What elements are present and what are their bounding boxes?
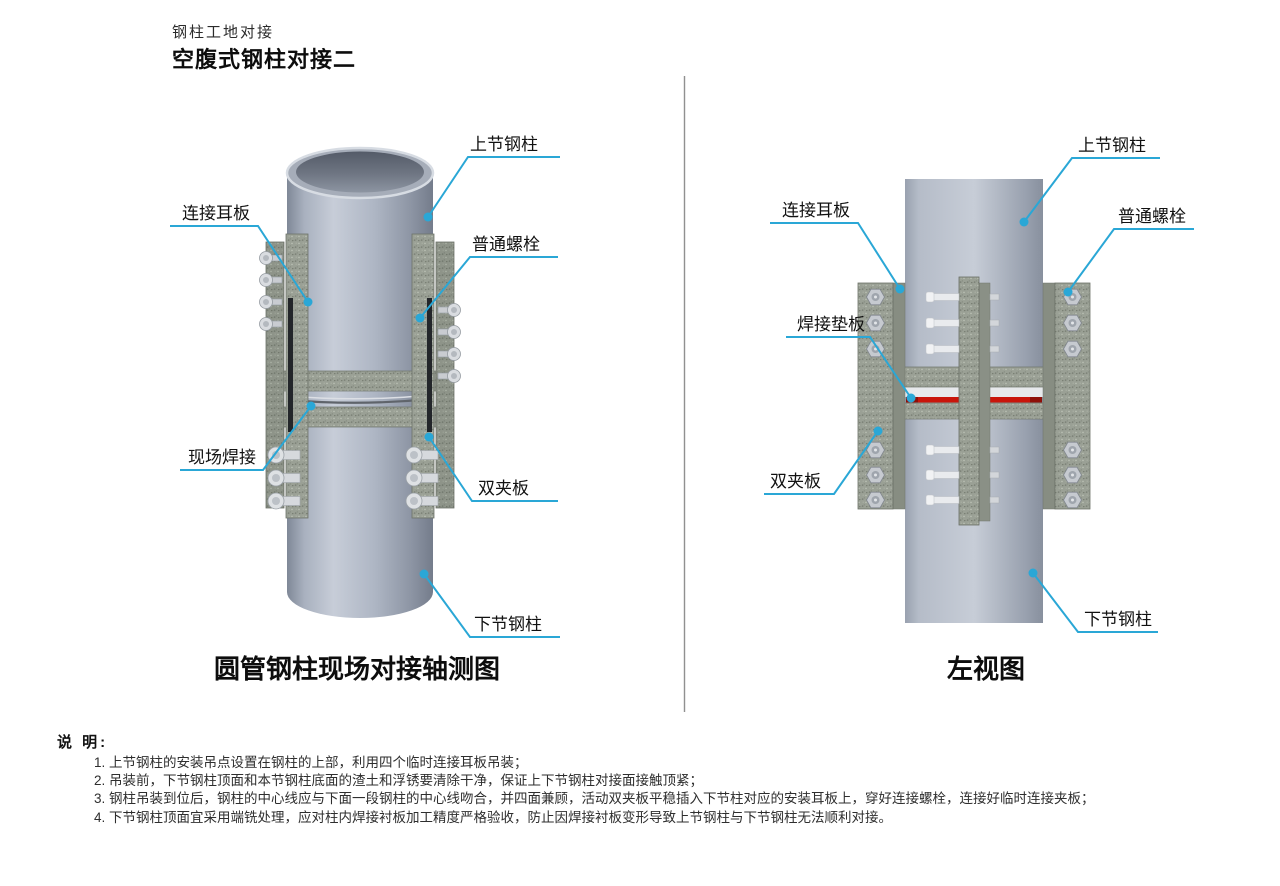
label-upper-column: 上节钢柱	[470, 135, 538, 154]
label-lower-column: 下节钢柱	[1084, 610, 1152, 629]
label-double-clamp: 双夹板	[478, 479, 529, 498]
clamp-slot	[288, 298, 293, 432]
note-item-2: 2. 吊装前，下节钢柱顶面和本节钢柱底面的渣土和浮锈要清除干净，保证上下节钢柱对…	[94, 773, 704, 789]
document-header: 钢柱工地对接	[172, 24, 275, 41]
leader-dots-right-figure	[873, 217, 1073, 578]
page-title: 空腹式钢柱对接二	[172, 47, 357, 72]
clamp-slot	[427, 298, 432, 432]
notes-section: 说 明: 1. 上节钢柱的安装吊点设置在钢柱的上部，利用四个临时连接耳板吊装； …	[57, 731, 1233, 827]
leader-upper-column	[1023, 157, 1160, 223]
left-figure-caption: 圆管钢柱现场对接轴测图	[214, 654, 500, 684]
leader-weld-backing	[786, 336, 912, 399]
clamp-assembly-right	[405, 233, 461, 519]
leader-upper-column	[427, 156, 560, 218]
note-item-4: 4. 下节钢柱顶面宜采用端铣处理，应对柱内焊接衬板加工精度严格验收，防止因焊接衬…	[94, 809, 893, 825]
right-figure-caption: 左视图	[947, 654, 1025, 684]
leader-ear-plate	[770, 222, 901, 290]
label-double-clamp: 双夹板	[770, 472, 821, 491]
leader-common-bolt	[419, 256, 558, 319]
ear-plate-left-edge	[892, 282, 906, 510]
leader-lines-right-figure	[764, 157, 1194, 633]
axonometric-figure: 上节钢柱 连接耳板 普通螺栓 现场焊接 双夹板 下节钢柱 圆管钢柱现场对接轴测图	[170, 135, 560, 684]
label-site-weld: 现场焊接	[188, 448, 256, 467]
leader-lower-column	[1032, 572, 1158, 633]
lower-column-cylinder	[287, 408, 433, 618]
leader-ear-plate	[170, 225, 309, 303]
clamp-assembly-left	[259, 233, 309, 519]
leader-double-clamp	[764, 430, 879, 495]
leader-lower-column	[423, 573, 560, 638]
label-weld-backing: 焊接垫板	[797, 315, 865, 334]
label-lower-column: 下节钢柱	[474, 615, 542, 634]
leader-common-bolt	[1067, 228, 1194, 293]
label-ear-plate: 连接耳板	[782, 201, 850, 220]
ear-plate-right-edge	[1042, 282, 1056, 510]
label-common-bolt: 普通螺栓	[1118, 207, 1186, 226]
side-view-figure: 上节钢柱 连接耳板 普通螺栓 焊接垫板 双夹板 下节钢柱 左视图	[764, 136, 1194, 684]
leader-lines-left-figure	[170, 156, 560, 638]
leader-site-weld	[180, 405, 312, 471]
center-double-clamp	[925, 276, 1000, 526]
label-upper-column: 上节钢柱	[1078, 136, 1146, 155]
notes-heading: 说 明:	[57, 734, 109, 751]
label-common-bolt: 普通螺栓	[472, 235, 540, 254]
note-item-3: 3. 钢柱吊装到位后，钢柱的中心线应与下面一段钢柱的中心线吻合，并四面兼顾，活动…	[94, 791, 1095, 807]
leader-dots-left-figure	[303, 212, 434, 579]
upper-column-cylinder	[287, 173, 433, 408]
label-ear-plate: 连接耳板	[182, 204, 250, 223]
note-item-1: 1. 上节钢柱的安装吊点设置在钢柱的上部，利用四个临时连接耳板吊装；	[94, 755, 528, 770]
leader-double-clamp	[428, 436, 558, 502]
column-top-opening	[285, 146, 435, 200]
